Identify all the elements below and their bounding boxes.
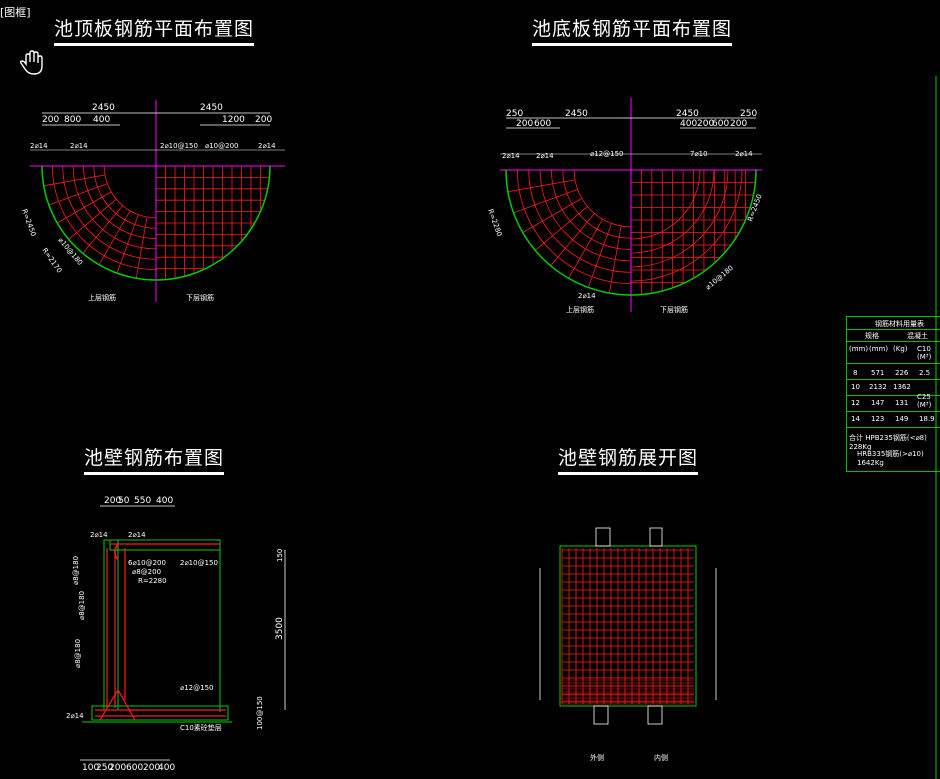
svg-text:200: 200 [143,763,160,773]
bottom-slab-right-rebar-grid [630,169,757,296]
svg-text:3500: 3500 [275,617,285,640]
svg-text:2⌀14: 2⌀14 [258,142,276,150]
svg-text:1200: 1200 [222,115,245,125]
title-bottom-slab: 池底板钢筋平面布置图 [532,14,733,46]
svg-text:2⌀10@150: 2⌀10@150 [160,142,198,150]
svg-text:R=2450: R=2450 [20,208,37,238]
svg-text:600: 600 [712,119,729,129]
bottom-slab-left-rebar-arcs [505,169,632,296]
material-table: 钢筋材料用量表 规格 混凝土 (mm) (mm) (Kg) C10 (M³) 8… [846,316,940,472]
svg-text:200: 200 [104,496,121,506]
svg-text:100@150: 100@150 [256,696,264,730]
svg-text:2⌀14: 2⌀14 [128,531,146,539]
svg-text:250: 250 [96,763,113,773]
top-slab-right-rebar-grid [155,165,270,280]
svg-text:200: 200 [516,119,533,129]
wall-section: 200 50 550 400 3500 150 100@150 100 250 … [66,496,286,773]
bottom-slab-plan: 250 2450 200 600 2450 250 400 200 600 20… [486,98,764,314]
title-wall-expanded: 池壁钢筋展开图 [558,443,699,475]
svg-text:2450: 2450 [565,109,588,119]
svg-text:2450: 2450 [676,109,699,119]
wall-expanded: 外侧 内侧 [539,527,717,762]
svg-text:400: 400 [93,115,110,125]
svg-text:⌀12@150: ⌀12@150 [180,684,213,692]
svg-text:400: 400 [158,763,175,773]
svg-text:R=2450: R=2450 [746,193,763,223]
svg-text:外侧: 外侧 [590,753,604,762]
bottom-slab-outline [505,169,757,296]
svg-text:内侧: 内侧 [654,753,668,762]
svg-text:100: 100 [82,763,99,773]
svg-text:C10素砼垫层: C10素砼垫层 [180,723,222,732]
svg-text:上层钢筋: 上层钢筋 [88,293,116,302]
svg-text:⌀10@200: ⌀10@200 [205,142,238,150]
pan-hand-icon[interactable] [18,50,44,76]
svg-text:⌀8@200: ⌀8@200 [132,568,161,576]
svg-text:250: 250 [740,109,757,119]
top-slab-dim-left: 2450 [92,103,115,113]
svg-text:2⌀14: 2⌀14 [66,712,84,720]
svg-text:⌀8@180: ⌀8@180 [78,591,86,620]
svg-text:600: 600 [126,763,143,773]
svg-text:2⌀14: 2⌀14 [90,531,108,539]
svg-text:2⌀14: 2⌀14 [536,152,554,160]
svg-text:⌀8@180: ⌀8@180 [72,556,80,585]
svg-text:150: 150 [276,549,284,562]
svg-text:200: 200 [109,763,126,773]
svg-text:⌀8@180: ⌀8@180 [74,639,82,668]
svg-text:7⌀10: 7⌀10 [690,150,708,158]
svg-text:R=2280: R=2280 [138,577,167,585]
corner-tag: [图框] [0,6,31,19]
svg-text:⌀12@150: ⌀12@150 [590,150,623,158]
svg-text:2⌀14: 2⌀14 [502,152,520,160]
svg-text:550: 550 [134,496,151,506]
svg-text:2⌀14: 2⌀14 [735,150,753,158]
title-wall: 池壁钢筋布置图 [84,443,225,475]
top-slab-plan: 2450 200 800 400 2450 1200 200 2⌀14 2⌀14… [20,100,285,302]
svg-text:下层钢筋: 下层钢筋 [186,293,214,302]
svg-text:上层钢筋: 上层钢筋 [566,305,594,314]
svg-text:R=2280: R=2280 [486,208,503,238]
svg-text:R=2170: R=2170 [40,247,63,275]
svg-text:2⌀10@150: 2⌀10@150 [180,559,218,567]
svg-text:2⌀14: 2⌀14 [578,292,596,300]
svg-text:下层钢筋: 下层钢筋 [660,305,688,314]
top-slab-dim-right: 2450 [200,103,223,113]
svg-text:400: 400 [156,496,173,506]
svg-text:2⌀14: 2⌀14 [30,142,48,150]
svg-text:200: 200 [255,115,272,125]
svg-text:2⌀14: 2⌀14 [70,142,88,150]
svg-text:400: 400 [680,119,697,129]
svg-text:200: 200 [42,115,59,125]
svg-text:600: 600 [534,119,551,129]
svg-text:250: 250 [506,109,523,119]
svg-text:200: 200 [730,119,747,129]
svg-text:50: 50 [118,496,130,506]
top-slab-outline [41,165,271,281]
svg-text:800: 800 [64,115,81,125]
svg-text:6⌀10@200: 6⌀10@200 [128,559,166,567]
title-top-slab: 池顶板钢筋平面布置图 [54,14,255,46]
svg-text:200: 200 [697,119,714,129]
